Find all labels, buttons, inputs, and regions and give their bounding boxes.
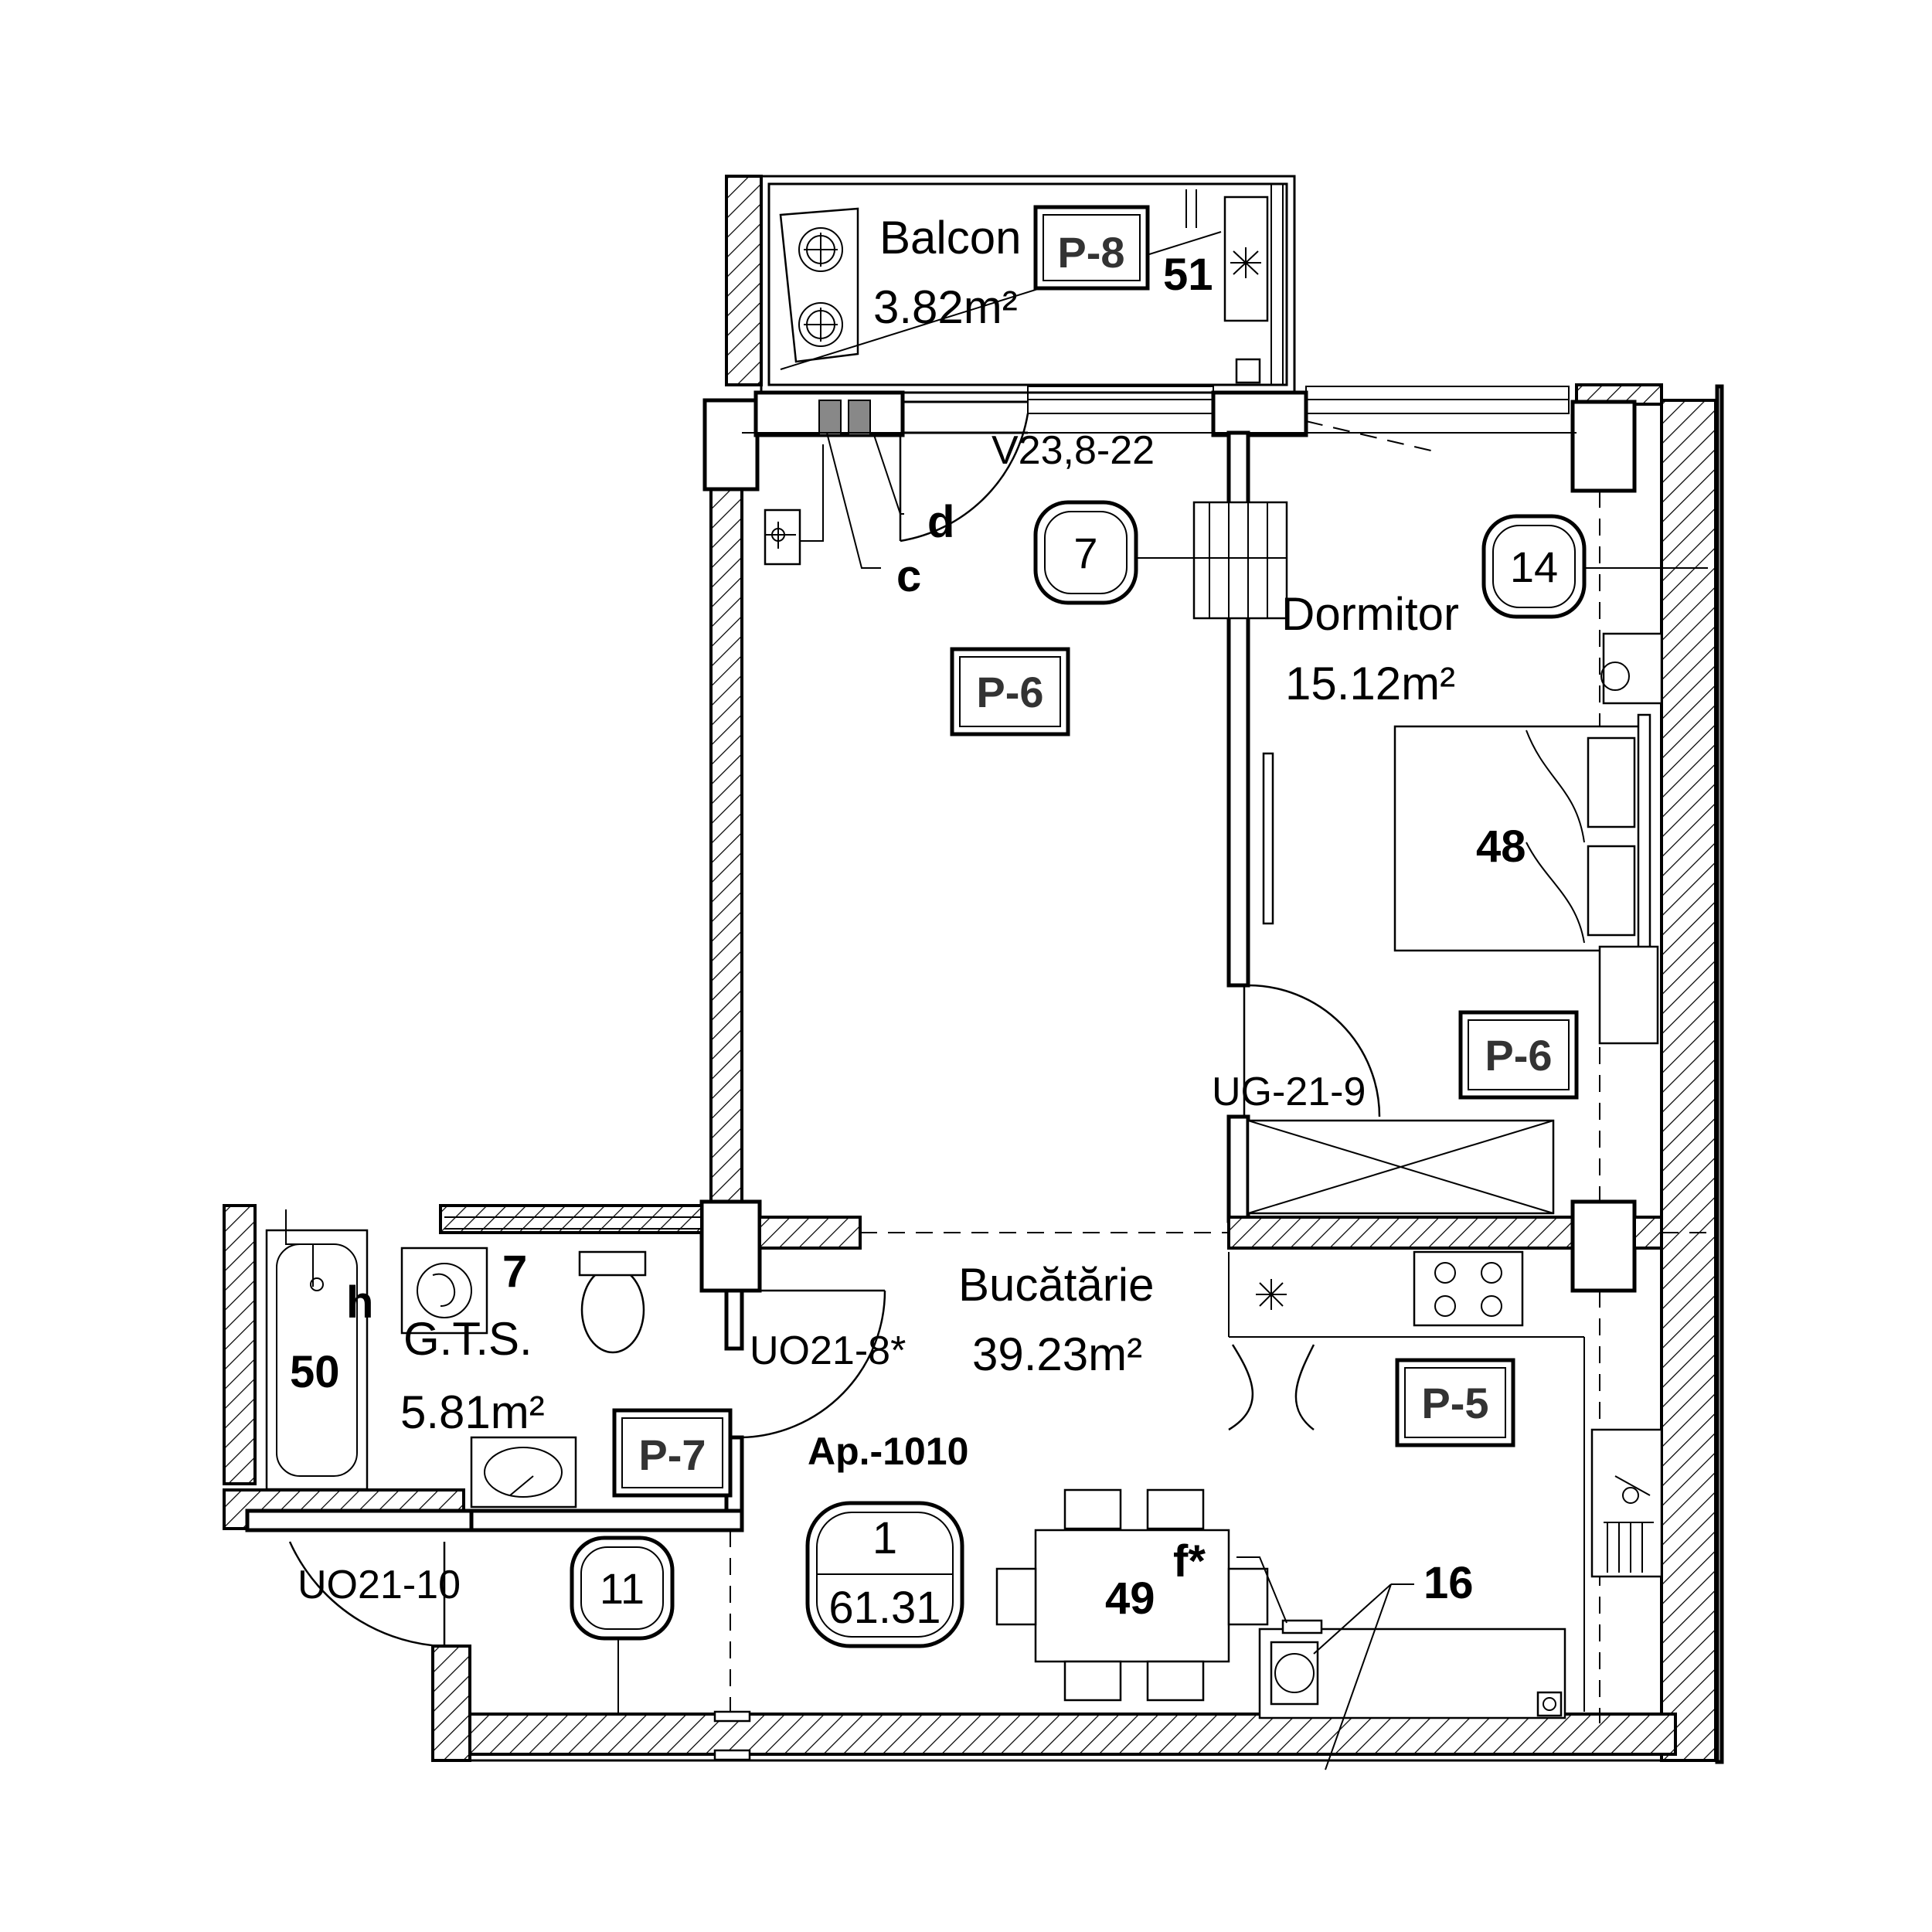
column — [699, 1199, 762, 1293]
washbasin — [470, 1436, 577, 1509]
marker-kitchen-item: 16 — [1423, 1558, 1474, 1608]
exterior-walls — [223, 175, 1724, 1764]
room-name-bathroom: G.T.S. — [403, 1313, 532, 1365]
marker-bath-letter: h — [346, 1277, 373, 1328]
label-door-bedroom: UG-21-9 — [1212, 1070, 1366, 1114]
sink — [1590, 1428, 1663, 1578]
top-wall — [702, 386, 1637, 493]
marker-dining: 49 — [1105, 1573, 1155, 1624]
marker-dining-note: f* — [1173, 1536, 1206, 1587]
label-door-entrance: UO21-10 — [298, 1563, 461, 1607]
dining-table — [1034, 1529, 1230, 1663]
column — [702, 398, 760, 492]
stove — [1413, 1250, 1524, 1327]
round-tag-bedroom: 14 — [1481, 514, 1587, 619]
marker-balcony-unit: 51 — [1163, 250, 1213, 300]
doors — [288, 413, 1381, 1648]
room-area-bedroom: 15.12m² — [1285, 658, 1455, 709]
floor-tag-living: P-6 — [950, 647, 1070, 736]
marker-bed: 48 — [1476, 821, 1526, 872]
round-tag-label: 11 — [600, 1564, 645, 1613]
round-tag-label: 7 — [1073, 529, 1097, 577]
marker-letter-c: c — [896, 551, 921, 601]
round-tag-label: 14 — [1510, 543, 1558, 591]
floor-tag-balcony: P-8 — [1033, 205, 1150, 291]
room-name-kitchen: Bucătărie — [958, 1259, 1154, 1311]
column — [1570, 1199, 1637, 1293]
toilet — [580, 1266, 645, 1354]
label-door-bathroom: UO21-8* — [750, 1328, 906, 1373]
room-name-balcony: Balcon — [879, 212, 1021, 264]
room-area-bathroom: 5.81m² — [400, 1386, 545, 1438]
label-window: V23,8-22 — [992, 428, 1155, 473]
marker-bath-item: 7 — [502, 1247, 527, 1297]
apartment-label: Ap.-1010 — [808, 1430, 968, 1473]
floor-tag-label: P-6 — [1485, 1031, 1552, 1080]
marker-bathtub: 50 — [290, 1347, 340, 1397]
bathroom-furniture — [265, 1209, 703, 1509]
marker-letter-d: d — [927, 497, 954, 547]
apartment-total-area: 61.31 — [828, 1583, 940, 1633]
floor-tag-bathroom: P-7 — [612, 1408, 733, 1498]
bathtub — [265, 1229, 369, 1491]
round-tag-living: 7 — [1033, 500, 1138, 605]
floor-tag-label: P-7 — [638, 1430, 706, 1479]
floor-tag-kitchen: P-5 — [1395, 1358, 1515, 1447]
column — [1570, 400, 1637, 493]
room-area-balcony: 3.82m² — [873, 281, 1018, 333]
floor-tag-label: P-8 — [1057, 228, 1124, 277]
kitchen-furniture — [995, 1250, 1663, 1770]
balcony — [760, 175, 1296, 394]
round-tag-hall: 11 — [570, 1536, 675, 1641]
room-name-bedroom: Dormitor — [1281, 588, 1459, 640]
floor-tag-label: P-6 — [976, 668, 1043, 716]
column — [1211, 390, 1308, 437]
apartment-number: 1 — [872, 1513, 897, 1563]
room-area-kitchen: 39.23m² — [972, 1328, 1142, 1380]
apartment-badge: 1 61.31 — [805, 1501, 964, 1648]
floor-tag-label: P-5 — [1421, 1379, 1488, 1427]
floor-tag-bedroom: P-6 — [1458, 1010, 1579, 1100]
bedroom-furniture — [1136, 501, 1708, 1215]
